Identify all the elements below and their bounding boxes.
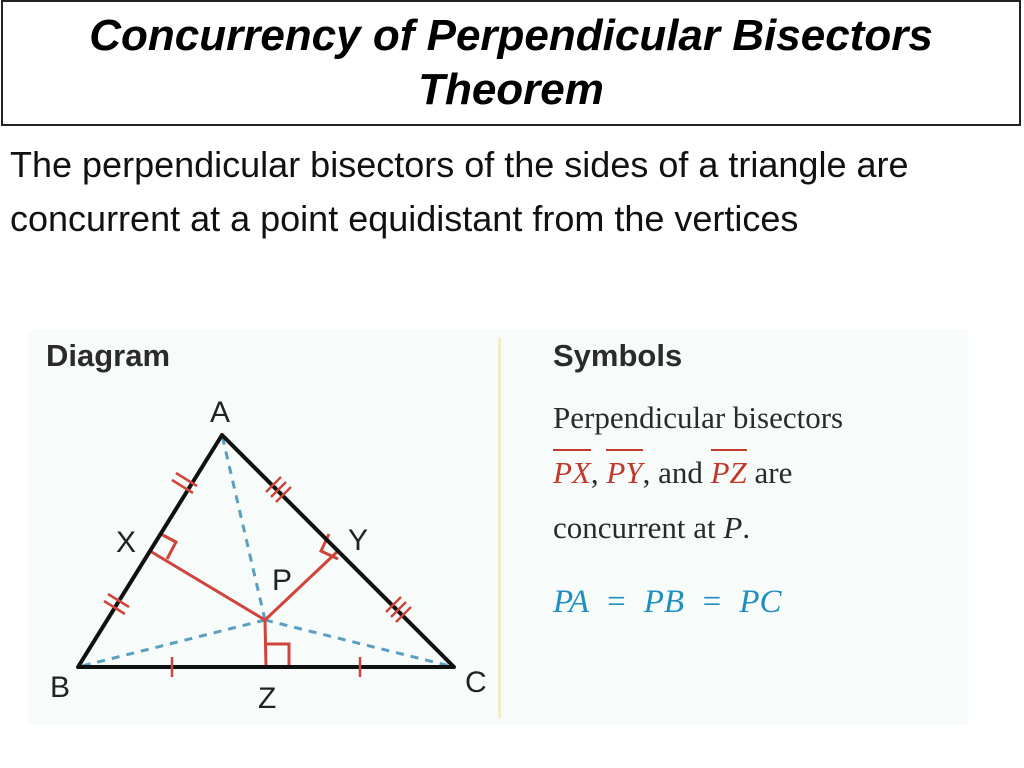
label-c: C xyxy=(465,666,487,699)
symbols-line-2: PX, PY, and PZ are xyxy=(553,445,973,500)
congruence-ticks xyxy=(103,471,412,677)
dashed-segments xyxy=(77,434,455,669)
triangle-abc xyxy=(76,433,456,669)
right-angle-marks xyxy=(158,531,339,667)
and-text: , and xyxy=(642,455,703,490)
slide-title: Concurrency of Perpendicular Bisectors T… xyxy=(89,11,933,114)
label-a: A xyxy=(210,396,230,429)
segment-py: PY xyxy=(606,445,643,500)
title-box: Concurrency of Perpendicular Bisectors T… xyxy=(1,0,1021,126)
comma: , xyxy=(590,455,599,490)
segment-pc xyxy=(264,618,455,669)
symbols-line-3: concurrent at P. xyxy=(553,500,973,555)
symbols-line-1: Perpendicular bisectors xyxy=(553,400,844,435)
segment-pa xyxy=(220,434,267,621)
point-p-text: P xyxy=(723,510,743,545)
distance-equation: PA = PB = PC xyxy=(553,584,782,620)
label-z: Z xyxy=(258,682,276,715)
bisector-py xyxy=(263,549,340,622)
label-x: X xyxy=(116,526,136,559)
right-angle-x xyxy=(158,531,179,560)
label-b: B xyxy=(50,671,70,704)
label-y: Y xyxy=(348,524,368,557)
diagram-heading: Diagram xyxy=(46,338,171,373)
bisector-px xyxy=(149,549,266,622)
perpendicular-bisectors xyxy=(149,549,340,668)
theorem-statement: The perpendicular bisectors of the sides… xyxy=(10,144,909,239)
label-p: P xyxy=(272,564,292,597)
theorem-figure: Diagram Symbols Perpendicular bisectors … xyxy=(28,330,968,725)
concurrent-text: concurrent at xyxy=(553,510,724,545)
symbols-heading: Symbols xyxy=(553,338,683,373)
period: . xyxy=(742,510,751,545)
segment-pz: PZ xyxy=(710,445,747,500)
bisector-pz xyxy=(263,619,268,668)
figure-divider xyxy=(498,338,501,718)
are-text: are xyxy=(754,455,793,490)
triangle-diagram: A B C X Y Z P xyxy=(50,396,487,715)
right-angle-z xyxy=(266,642,291,667)
segment-pb xyxy=(77,618,266,669)
symbols-text: Perpendicular bisectors PX, PY, and PZ a… xyxy=(553,390,973,555)
segment-px: PX xyxy=(553,445,591,500)
